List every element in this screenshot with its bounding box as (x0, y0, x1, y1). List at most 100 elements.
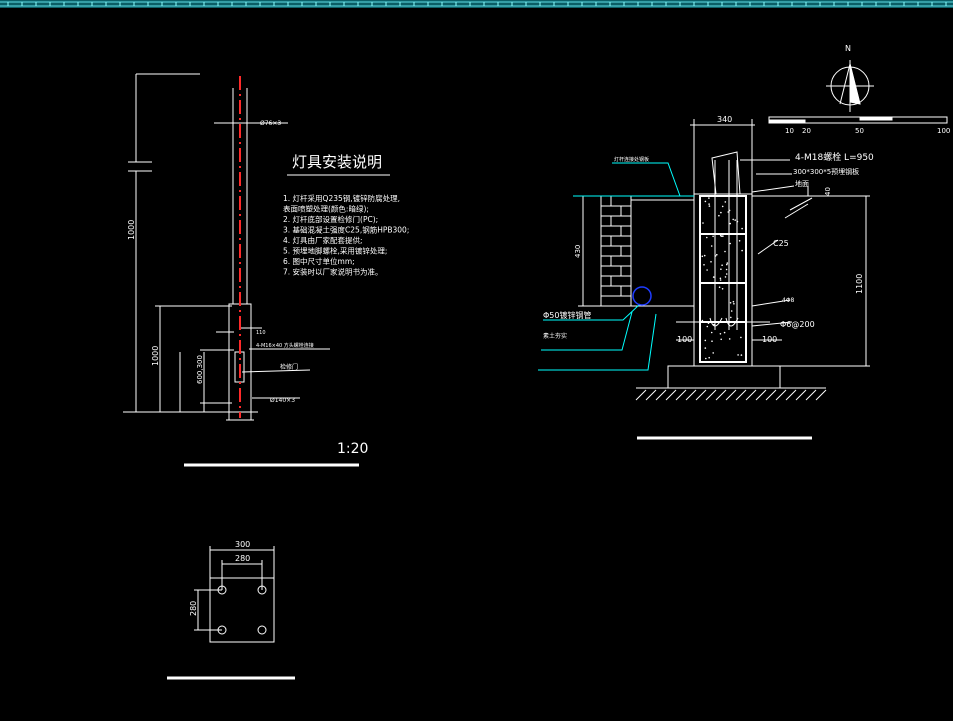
scale-label-20: 20 (802, 127, 811, 135)
dim-door-label: 600,300 (196, 355, 204, 384)
concrete-label: C25 (773, 239, 789, 248)
note-line: 7. 安装时以厂家说明书为准。 (283, 267, 383, 277)
hatch-line (785, 389, 797, 401)
speckle-dot (721, 205, 724, 208)
hatch-line (815, 389, 827, 401)
speckle-dot (710, 331, 713, 334)
speckle-dot (726, 263, 728, 266)
speckle-dot (712, 352, 714, 354)
speckle-dot (721, 264, 723, 267)
dim-430-label: 430 (574, 245, 582, 258)
dim-40-label: 40 (824, 187, 832, 196)
speckle-dot (728, 209, 731, 212)
speckle-dot (720, 211, 722, 214)
ground-label: 地面 (795, 179, 809, 188)
speckle-dot (718, 214, 720, 217)
hatch-line (705, 389, 717, 401)
speckle-dot (705, 357, 707, 360)
cyan-leader-top (612, 162, 681, 197)
ruler-ticks (7, 2, 947, 6)
speckle-dot (720, 268, 722, 271)
base-plate (167, 546, 295, 680)
speckle-dot (719, 279, 722, 281)
note-line: 4. 灯具由厂家配套提供; (283, 235, 363, 245)
note-line: 2. 灯杆底部设置检修门(PC); (283, 214, 378, 224)
speckle-dot (727, 211, 729, 213)
pole-elevation-text: 灯具安装说明 1. 灯杆采用Q235钢,镀锌防腐处理, 表面喷塑处理(颜色:暗绿… (127, 120, 409, 457)
hatch-line (735, 389, 747, 401)
cyan-leader-pipe (543, 303, 641, 321)
scale-label-10: 10 (785, 127, 794, 135)
base-plate-text: 300 280 280 (189, 540, 250, 616)
speckle-dot (716, 253, 718, 256)
graphic-scale-fill-2 (859, 116, 893, 121)
hatch-line (645, 389, 657, 401)
speckle-dot (719, 333, 722, 335)
speckle-dot (724, 276, 727, 278)
compass-label: N (845, 44, 851, 53)
small-dim-label: 110 (256, 330, 266, 336)
notes-title: 灯具安装说明 (292, 153, 382, 171)
pipe-circle (632, 286, 652, 306)
speckle-dot (704, 200, 707, 203)
compass-arrow-fill (849, 63, 861, 105)
scale-label-50: 50 (855, 127, 864, 135)
speckle-dot (704, 339, 707, 342)
pole-elevation (123, 73, 390, 467)
bolt-label: 4-M16×40 方头螺栓连接 (256, 342, 314, 349)
foundation-outline (693, 193, 753, 367)
door-leader (241, 369, 311, 373)
speckle-dot (701, 255, 704, 258)
speckle-dot (718, 286, 721, 289)
speckle-dot (707, 322, 710, 325)
hatch-line (715, 389, 727, 401)
dim-total-label: 1000 (127, 220, 136, 240)
speckle-dot (728, 338, 731, 340)
leader-rebar (751, 299, 791, 307)
graphic-scale-fill-1 (768, 119, 806, 124)
ruler-band (0, 0, 953, 8)
concrete-speckle (701, 197, 743, 360)
hatch-line (665, 389, 677, 401)
speckle-dot (729, 302, 732, 304)
dim-280-h-label: 280 (235, 554, 250, 563)
hatch-line (685, 389, 697, 401)
speckle-dot (712, 276, 715, 278)
hatch-line (655, 389, 667, 401)
dim-340-label: 340 (717, 115, 732, 124)
speckle-dot (719, 277, 722, 280)
hatch-line (635, 389, 647, 401)
soil-hatch (635, 389, 827, 401)
speckle-dot (710, 261, 712, 263)
speckle-dot (713, 323, 715, 326)
speckle-dot (732, 218, 734, 221)
leader-c25 (757, 239, 779, 255)
notes-list: 1. 灯杆采用Q235钢,镀锌防腐处理, 表面喷塑处理(颜色:暗绿);2. 灯杆… (283, 193, 409, 277)
speckle-dot (732, 300, 735, 303)
leader-ground (751, 185, 795, 193)
hatch-line (745, 389, 757, 401)
speckle-dot (703, 264, 705, 266)
hatch-line (795, 389, 807, 401)
scale-label: 1:20 (337, 441, 368, 457)
bolt-spec-label: 4-M18螺栓 L=950 (795, 151, 874, 163)
speckle-dot (706, 233, 709, 236)
dia-bottom-label: Ø140×3 (270, 397, 295, 404)
footing-pad (667, 365, 781, 389)
speckle-dot (740, 336, 742, 339)
hatch-ground-1 (789, 197, 813, 211)
note-line: 3. 基础混凝土强度C25,钢筋HPB300; (283, 225, 409, 235)
hatch-line (695, 389, 707, 401)
speckle-dot (720, 338, 722, 341)
cyan-leader-soil (541, 311, 633, 351)
speckle-dot (730, 316, 732, 319)
rebar-label: 4Φ8 (782, 297, 795, 304)
dim-300-label: 300 (235, 540, 250, 549)
speckle-dot (711, 340, 713, 343)
dia-top-label: Ø76×3 (260, 120, 281, 127)
speckle-dot (706, 236, 708, 239)
hatch-line (775, 389, 787, 401)
hatch-line (805, 389, 817, 401)
speckle-dot (708, 203, 710, 205)
